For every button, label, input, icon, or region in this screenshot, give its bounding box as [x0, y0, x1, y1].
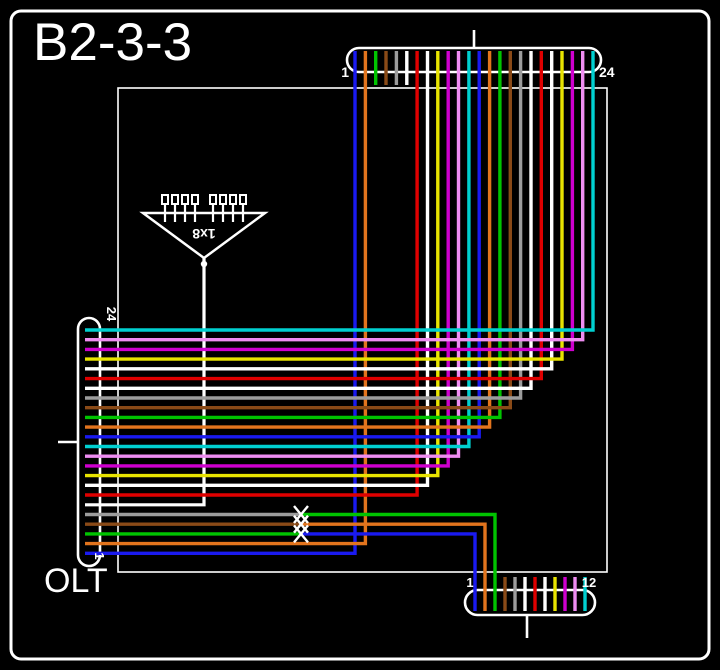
fiber-olt-8-top-8 [85, 51, 430, 487]
fiber-olt-9-top-9 [85, 51, 440, 478]
splitter-port-square-8 [239, 194, 247, 205]
bottom-connector [463, 588, 597, 617]
splitter-triangle-icon [139, 211, 269, 260]
fiber-olt-21-top-21 [85, 51, 564, 361]
fiber-splice-bottom-1 [301, 532, 477, 611]
fiber-olt-7-top-7 [85, 51, 419, 497]
fiber-olt-12-top-12 [85, 51, 471, 449]
fiber-olt-17-top-17 [85, 51, 523, 400]
olt-label: OLT [44, 562, 108, 600]
fiber-splice-bottom-3 [301, 512, 497, 611]
fiber-olt-22-top-22 [85, 51, 575, 352]
splitter-ratio: 1x8 [192, 226, 216, 242]
fiber-olt-10-top-10 [85, 51, 450, 468]
bottom-label-1: 1 [466, 575, 473, 590]
fiber-olt-6-splitter [85, 258, 206, 507]
fiber-olt-18-top-18 [85, 51, 533, 390]
splitter-port-square-3 [181, 194, 189, 205]
fiber-olt-11-top-11 [85, 51, 461, 458]
fiber-olt-16-top-16 [85, 51, 512, 410]
fiber-olt-23-top-23 [85, 51, 585, 342]
olt-connector [76, 316, 102, 568]
top-label-24: 24 [599, 64, 615, 80]
fiber-olt-13-top-13 [85, 51, 481, 439]
splitter-port-square-4 [191, 194, 199, 205]
splitter-port-square-7 [229, 194, 237, 205]
top-label-1: 1 [341, 64, 349, 80]
bottom-label-12: 12 [582, 575, 596, 590]
fiber-olt-2-top-2 [85, 51, 368, 546]
splice-x-icon-3 [293, 524, 309, 544]
fiber-olt-1-top-1 [85, 51, 357, 555]
splitter-output-node [200, 260, 208, 268]
outer-frame [9, 9, 711, 661]
fiber-olt-20-top-20 [85, 51, 554, 371]
fiber-olt-19-top-19 [85, 51, 543, 381]
olt-label-24: 24 [104, 307, 119, 322]
splitter-port-square-2 [171, 194, 179, 205]
olt-label-1: 1 [92, 552, 107, 559]
fiber-olt-15-top-15 [85, 51, 502, 420]
splitter-port-square-6 [219, 194, 227, 205]
fiber-olt-14-top-14 [85, 51, 492, 429]
fiber-olt-24-top-24 [85, 51, 595, 332]
splitter-port-square-1 [161, 194, 169, 205]
fiber-splice-bottom-2 [301, 522, 487, 611]
splitter-port-square-5 [209, 194, 217, 205]
page-title: B2-3-3 [33, 13, 193, 72]
